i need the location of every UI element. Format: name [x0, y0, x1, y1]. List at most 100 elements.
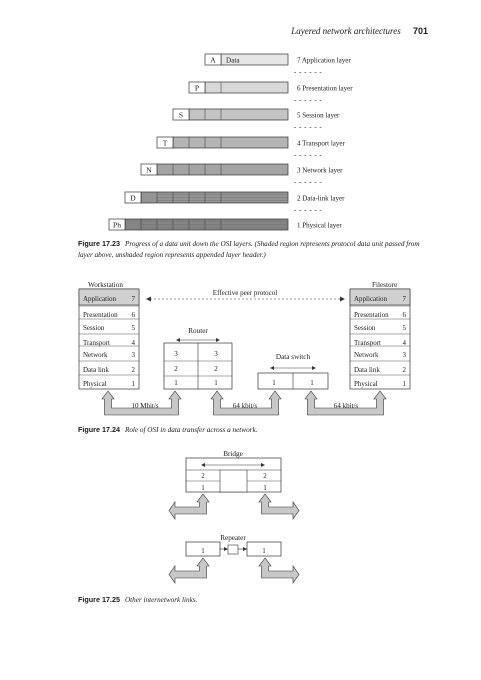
layer-header-box — [156, 136, 174, 149]
layer-unit-5: S 5 Session layer - - - - - - — [172, 108, 340, 131]
layer-name: Network — [83, 351, 108, 359]
router-left-layer: 1 — [174, 379, 178, 387]
running-title: Layered network architectures — [291, 26, 401, 36]
repeater-title: Repeater — [220, 534, 246, 542]
layer-header-box — [172, 108, 190, 121]
layer-separator: - - - - - - — [294, 68, 322, 76]
layer-number: 4 — [132, 339, 136, 347]
data-region — [188, 108, 289, 121]
layer-label: 2 Data-link layer — [297, 194, 345, 202]
repeater-link-arrow-left — [168, 557, 210, 584]
layer-number: 7 — [132, 295, 136, 303]
bridge-link-arrow-right — [258, 493, 300, 520]
bridge-notch — [219, 469, 248, 493]
router-title: Router — [188, 327, 208, 335]
link-arrow-2 — [210, 390, 282, 416]
link-rate-2: 64 kbit/s — [233, 402, 258, 410]
layer-name: Physical — [354, 380, 378, 388]
layer-name: Presentation — [83, 311, 118, 319]
layer-number: 2 — [132, 366, 136, 374]
layer-unit-3: N 3 Network layer - - - - - - — [140, 163, 343, 186]
switch-title: Data switch — [276, 353, 311, 361]
switch-right-layer: 1 — [310, 379, 314, 387]
repeater-core — [227, 544, 239, 555]
router-right-layer: 1 — [214, 379, 218, 387]
layer-number: 3 — [132, 351, 136, 359]
data-region — [156, 163, 289, 176]
repeater-left-layer: 1 — [201, 547, 205, 555]
layer-separator: - - - - - - — [294, 178, 322, 186]
caption-text: Progress of a data unit down the OSI lay… — [78, 240, 420, 259]
layer-label: 7 Application layer — [297, 56, 351, 64]
layer-header-label: A — [210, 55, 216, 64]
bridge-left-layer: 1 — [201, 484, 205, 492]
peer-protocol-label: Effective peer protocol — [213, 289, 277, 297]
bridge-left-layer: 2 — [201, 472, 205, 480]
caption-17-24: Figure 17.24 Role of OSI in data transfer… — [78, 424, 428, 436]
layer-header-label: D — [130, 193, 136, 202]
layer-header-box — [204, 53, 222, 66]
layer-header-label: S — [179, 110, 183, 119]
layer-number: 1 — [403, 380, 407, 388]
filestore-title: Filestore — [372, 281, 397, 289]
layer-separator: - - - - - - — [294, 151, 322, 159]
layer-number: 6 — [403, 311, 407, 319]
layer-number: 5 — [403, 324, 407, 332]
layer-number: 4 — [403, 339, 407, 347]
bridge-title: Bridge — [223, 450, 243, 458]
caption-number: Figure 17.23 — [78, 239, 120, 248]
data-region — [172, 136, 289, 149]
layer-header-label: N — [146, 165, 152, 174]
layer-name: Data link — [354, 366, 380, 374]
layer-number: 6 — [132, 311, 136, 319]
layer-unit-7: A 7 Application layer - - - - - - — [204, 53, 351, 76]
layer-name: Session — [83, 324, 105, 332]
layer-header-label: T — [163, 138, 168, 147]
layer-name: Transport — [83, 339, 110, 347]
router-left-layer: 2 — [174, 365, 178, 373]
layer-label: 1 Physical layer — [297, 221, 342, 229]
layer-number: 7 — [403, 295, 407, 303]
layer-number: 5 — [132, 324, 136, 332]
layer-label: 4 Transport layer — [297, 139, 346, 147]
layer-name: Network — [354, 351, 379, 359]
layer-separator: - - - - - - — [294, 206, 322, 214]
layer-label: 5 Session layer — [297, 111, 340, 119]
router-left-layer: 3 — [174, 350, 178, 358]
layer-unit-2: D 2 Data-link layer - - - - - - — [124, 191, 345, 214]
data-region — [204, 81, 289, 94]
page-number: 701 — [412, 26, 428, 36]
application-header — [78, 288, 140, 306]
layer-separator: - - - - - - — [294, 96, 322, 104]
layer-separator: - - - - - - — [294, 123, 322, 131]
layer-name: Application — [83, 295, 117, 303]
layer-name: Transport — [354, 339, 381, 347]
repeater: Repeater 1 1 — [185, 534, 282, 557]
layer-name: Data link — [83, 366, 109, 374]
bridge-link-arrow-left — [168, 493, 210, 520]
link-rate-1: 10 Mbit/s — [131, 402, 158, 410]
layer-name: Presentation — [354, 311, 389, 319]
repeater-link-arrow-right — [258, 557, 300, 584]
layer-header-box — [124, 191, 142, 204]
caption-text: Role of OSI in data transfer across a ne… — [124, 426, 258, 434]
running-header: Layered network architectures 701 — [0, 26, 428, 36]
caption-number: Figure 17.24 — [78, 425, 120, 434]
layer-number: 1 — [132, 380, 136, 388]
layer-label: 3 Network layer — [297, 166, 343, 174]
router-right-layer: 2 — [214, 365, 218, 373]
layer-name: Session — [354, 324, 376, 332]
repeater-right-layer: 1 — [262, 547, 266, 555]
layer-header-box — [140, 163, 158, 176]
link-rate-3: 64 kbit/s — [334, 402, 359, 410]
layer-label: 6 Presentation layer — [297, 84, 353, 92]
